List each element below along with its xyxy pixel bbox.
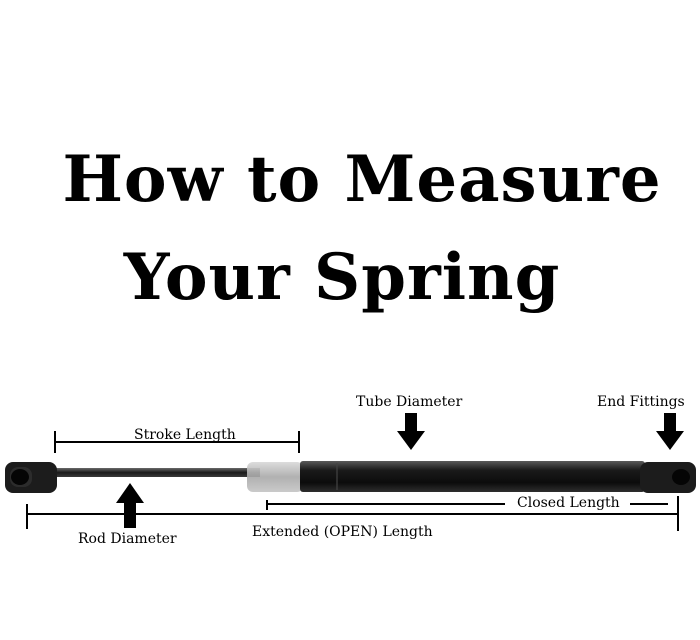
closed-length-bracket bbox=[266, 500, 668, 510]
rod-seal bbox=[247, 462, 303, 492]
left-end-fitting bbox=[5, 462, 57, 493]
closed-length-label: Closed Length bbox=[517, 495, 620, 511]
cylinder-tube bbox=[300, 461, 645, 492]
end-fittings-arrow bbox=[656, 413, 684, 450]
tube-diameter-label: Tube Diameter bbox=[356, 394, 463, 410]
stroke-length-label: Stroke Length bbox=[134, 427, 236, 443]
title-line-2: Your Spring bbox=[123, 240, 561, 315]
extended-length-label: Extended (OPEN) Length bbox=[252, 524, 433, 540]
right-end-fitting bbox=[640, 462, 696, 493]
end-fittings-label: End Fittings bbox=[597, 394, 685, 410]
stroke-length-bracket bbox=[54, 431, 300, 453]
rod-diameter-label: Rod Diameter bbox=[78, 531, 177, 547]
extended-length-bracket bbox=[26, 496, 679, 531]
piston-rod bbox=[40, 468, 260, 477]
rod-diameter-arrow bbox=[116, 483, 144, 528]
tube-diameter-arrow bbox=[397, 413, 425, 450]
title-line-1: How to Measure bbox=[62, 142, 662, 217]
